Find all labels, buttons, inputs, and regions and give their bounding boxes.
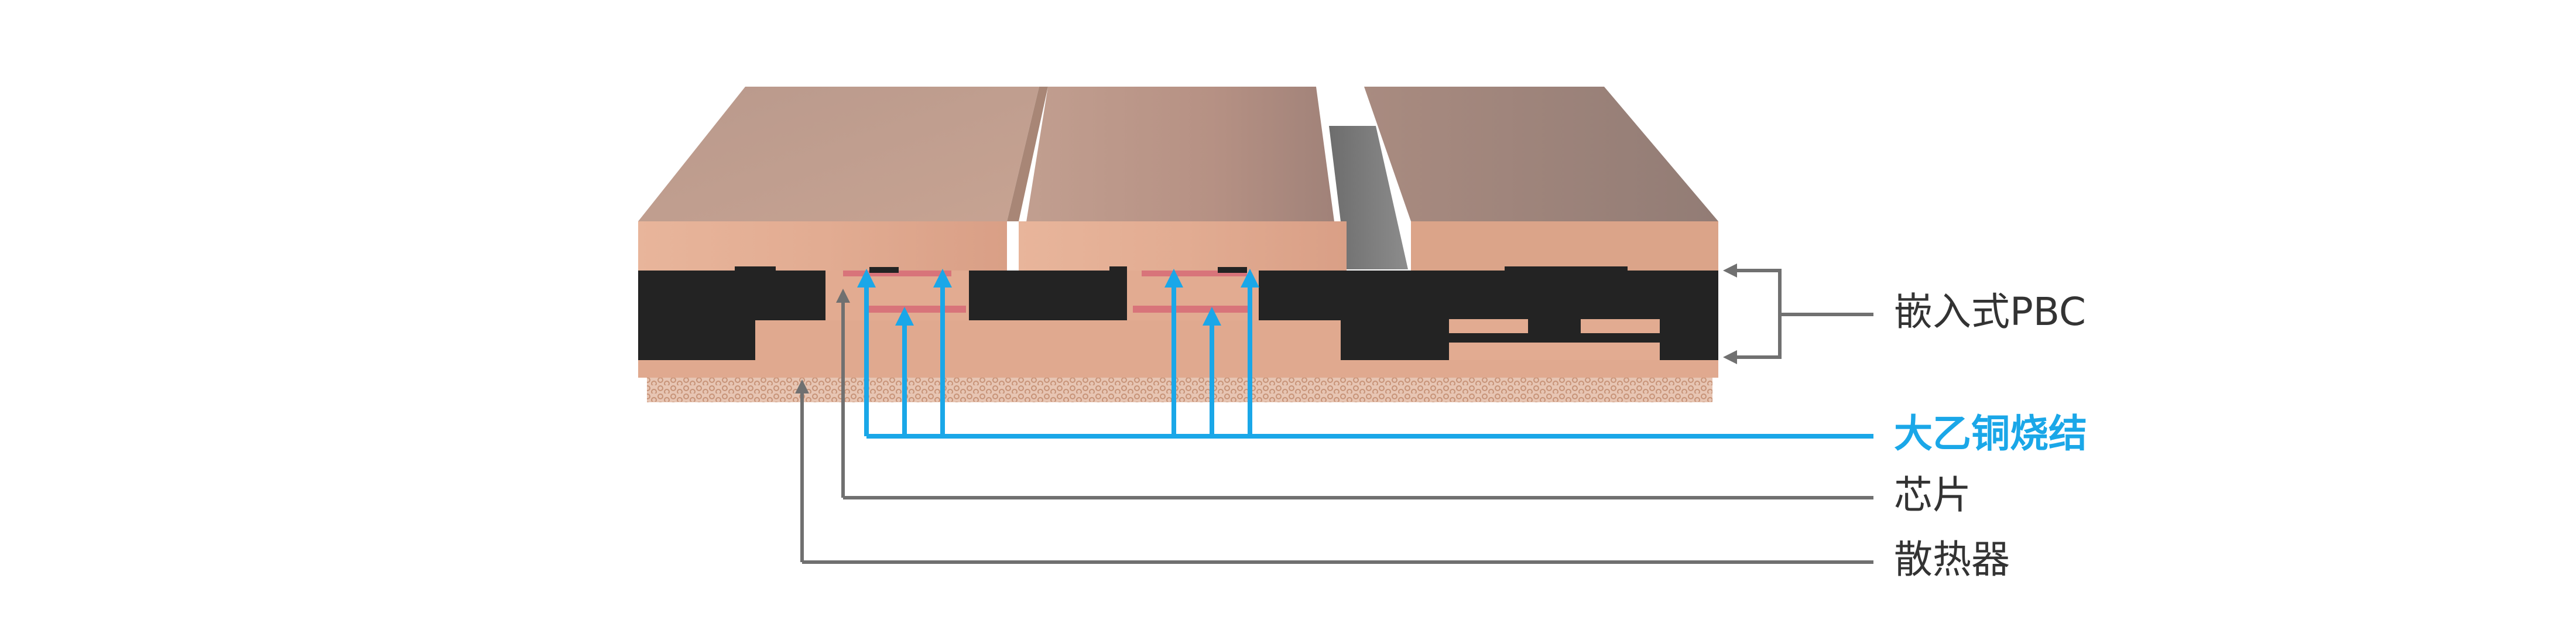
chip-cavity-1 <box>825 271 969 320</box>
sinter-arrows <box>857 269 1873 439</box>
copper-block-1-top <box>638 87 1039 221</box>
sinter-layer <box>1133 306 1250 313</box>
label-chip: 芯片 <box>1894 473 1971 518</box>
dielectric-blip <box>1505 266 1628 272</box>
sinter-layer <box>1142 271 1247 276</box>
chip-pad <box>1218 267 1247 273</box>
label-embedded-pcb: 嵌入式PBC <box>1894 289 2086 334</box>
pcb-body <box>638 266 1718 378</box>
label-heatsink: 散热器 <box>1894 537 2010 582</box>
heatsink-layer <box>647 378 1712 402</box>
top-copper-front <box>638 87 1718 271</box>
dielectric-blip <box>1109 266 1127 272</box>
dielectric-right-block <box>1259 271 1718 360</box>
sinter-layer <box>866 306 966 313</box>
chip-cavities <box>825 267 1259 320</box>
copper-block-3-top <box>1364 87 1718 221</box>
copper-pad <box>1581 319 1660 333</box>
copper-block-1-bevel <box>1007 87 1048 221</box>
embedded-copper-pads <box>1449 319 1660 360</box>
dielectric-mid <box>969 271 1127 320</box>
copper-block-1-front <box>638 221 1007 271</box>
dielectric-left-step <box>638 271 825 360</box>
sinter-layer <box>843 271 951 276</box>
trench-gap <box>1329 126 1408 269</box>
heatsink-texture <box>647 378 1712 402</box>
dielectric-blip <box>735 266 776 272</box>
copper-block-2-front <box>1019 221 1347 271</box>
gray-leaders <box>795 263 1873 564</box>
callout-labels: 嵌入式PBC 大乙铜烧结 芯片 散热器 <box>1894 289 2087 582</box>
copper-pad <box>1449 343 1660 360</box>
chip-cavity-2 <box>1127 271 1259 320</box>
copper-block-3-front <box>1411 221 1718 271</box>
chip-pad <box>869 267 899 273</box>
copper-pad <box>1449 319 1528 333</box>
pcb-bracket <box>1730 269 1782 359</box>
label-sinter: 大乙铜烧结 <box>1894 411 2087 456</box>
